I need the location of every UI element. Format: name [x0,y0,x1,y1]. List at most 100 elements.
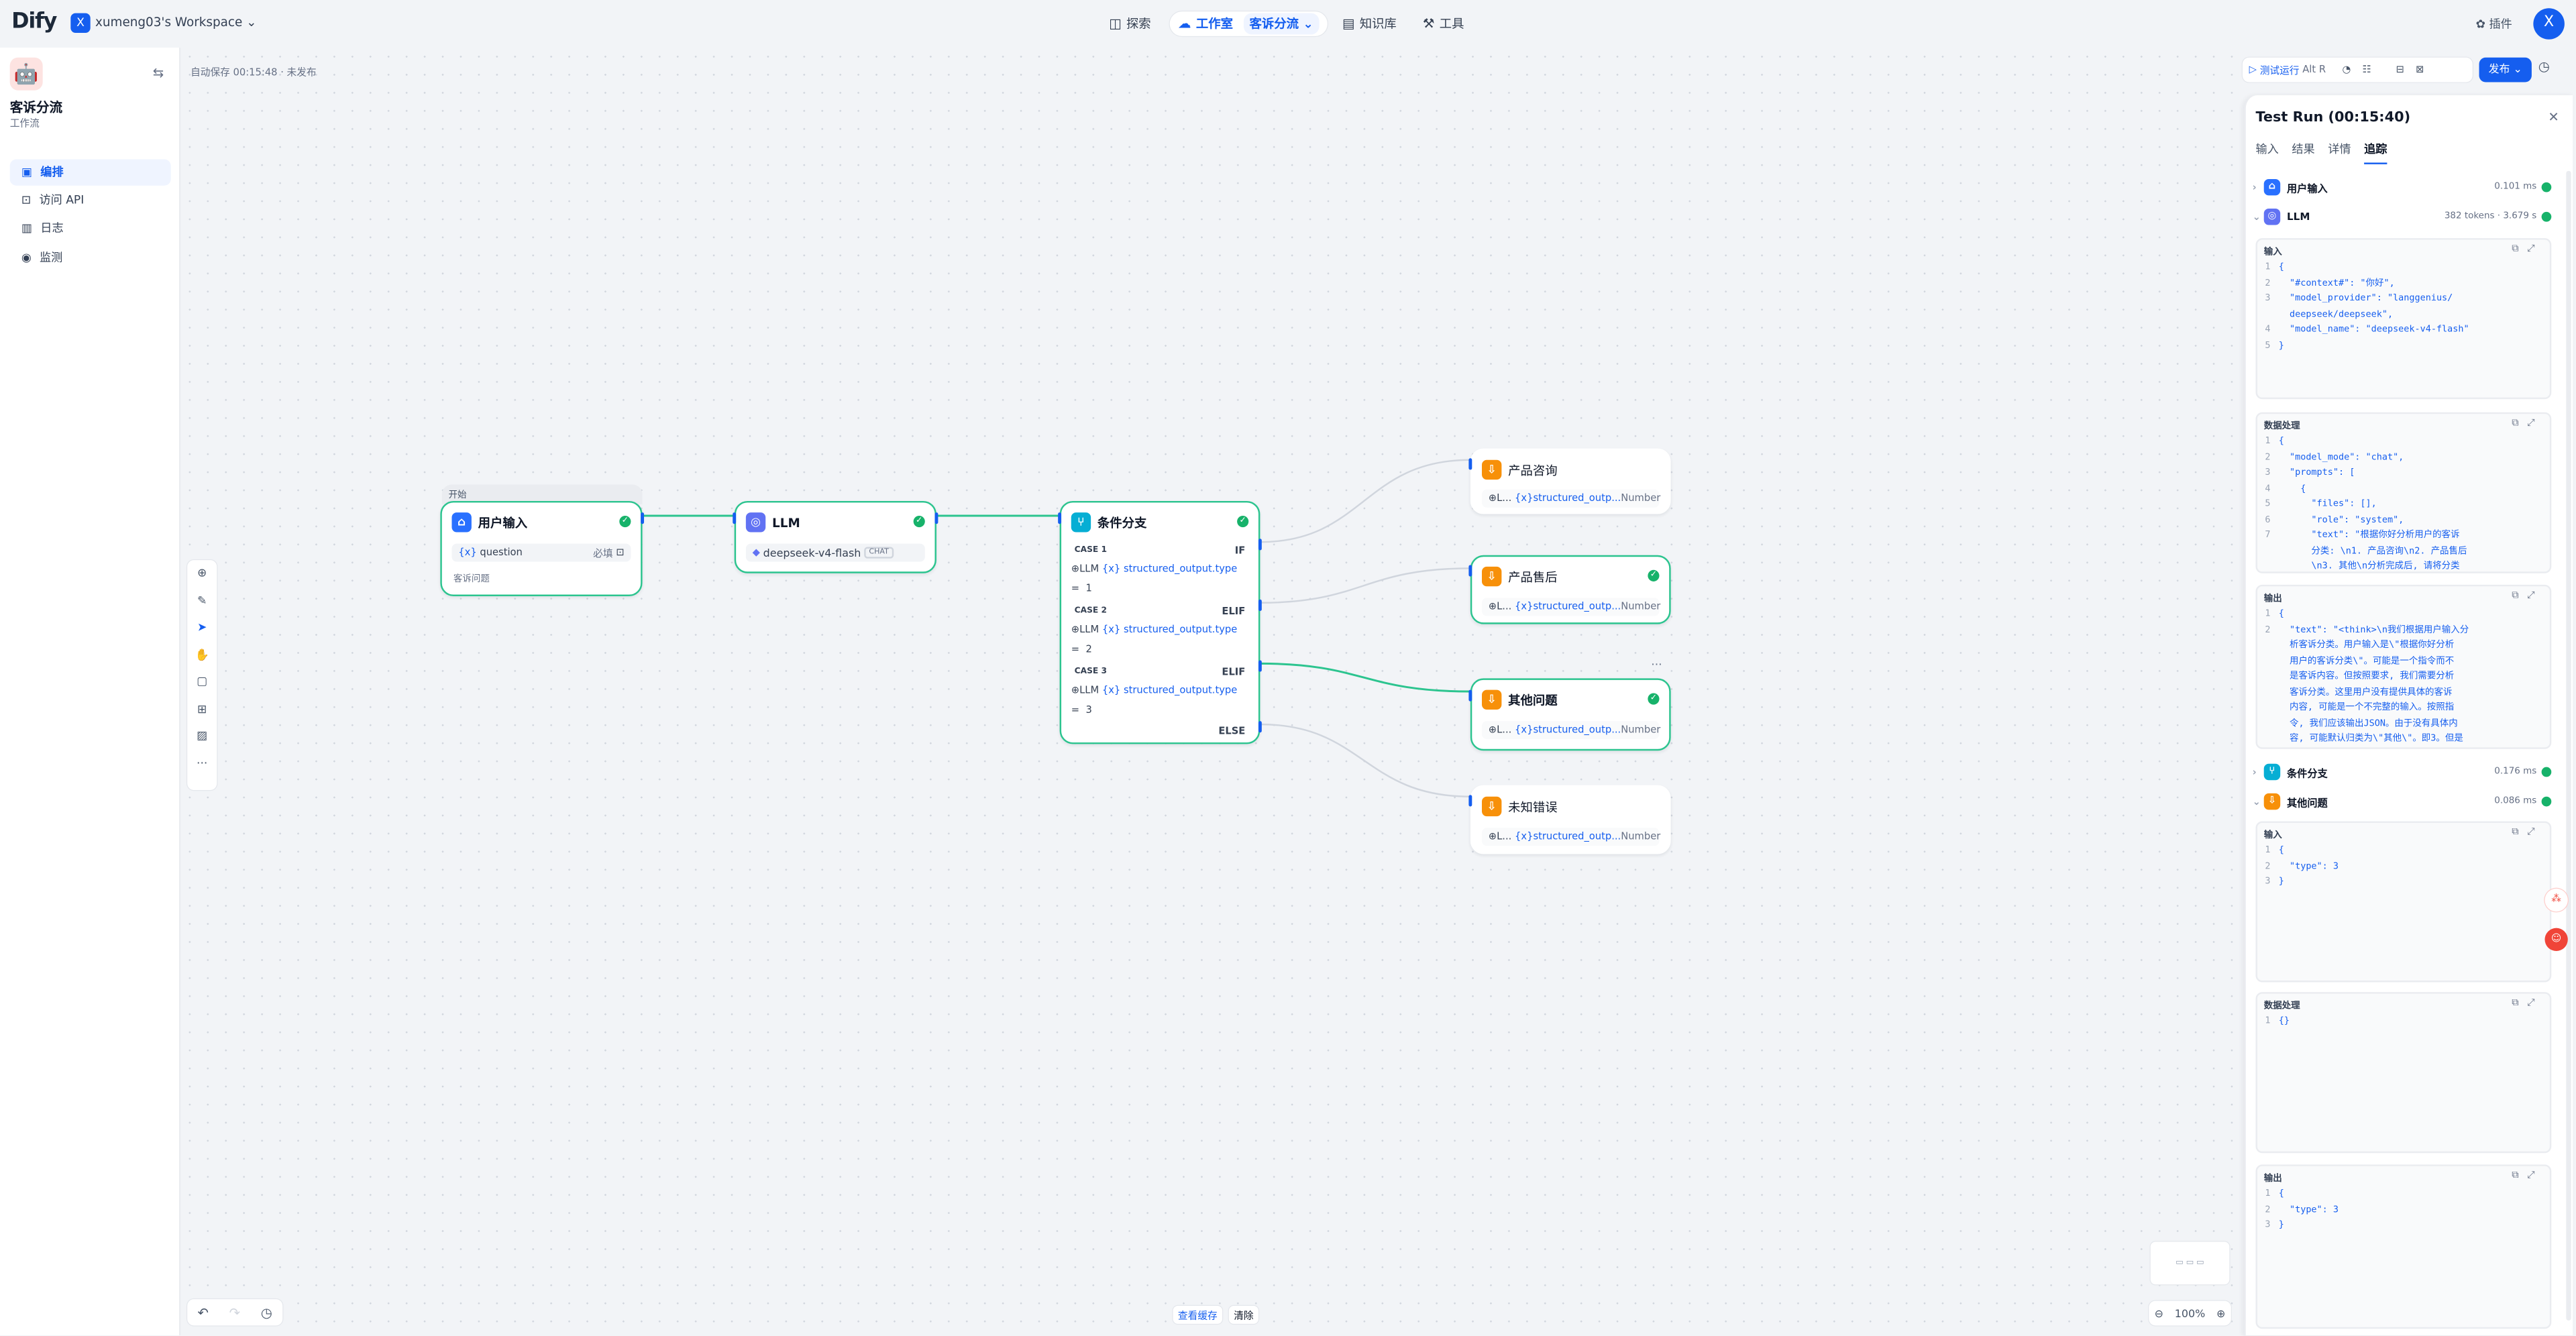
source-handle-case1[interactable] [1258,539,1262,551]
node-llm[interactable]: ◎LLM ✓ ◆ deepseek-v4-flash CHAT [733,500,938,573]
hand-icon[interactable]: ✋ [195,648,209,661]
zoom-level[interactable]: 100% [2174,1306,2206,1320]
test-run-button[interactable]: 测试运行 [2259,65,2300,78]
view-cache-button[interactable]: 查看缓存 [1173,1305,1223,1324]
more-icon[interactable]: ··· [197,756,208,770]
dify-logo[interactable]: Dify [11,9,57,35]
undo-icon[interactable]: ↶ [197,1304,209,1320]
sidebar-item-logs[interactable]: ▥日志 [10,215,171,241]
clear-cache-button[interactable]: 清除 [1228,1305,1259,1324]
model-row: ◆ deepseek-v4-flash CHAT [745,543,925,562]
variable-icon: {x} [1102,563,1121,575]
pointer-icon[interactable]: ➤ [197,620,207,634]
zoom-in-icon[interactable]: ⊕ [2216,1306,2226,1320]
add-node-icon[interactable]: ⊕ [197,566,207,580]
variables-icon[interactable]: ⊠ [2415,64,2424,76]
nav-knowledge[interactable]: ▤知识库 [1334,11,1405,36]
copy-expand-icons[interactable]: ⧉⤢ [2512,1169,2544,1181]
copy-expand-icons[interactable]: ⧉⤢ [2512,590,2544,602]
target-handle[interactable] [733,512,737,524]
target-handle[interactable] [1468,689,1472,702]
line-text: "type": 3 [2278,1205,2339,1215]
target-handle[interactable] [1468,565,1472,577]
node-title: LLM [772,514,800,530]
sidebar-item-api[interactable]: ⊡访问 API [10,187,171,213]
publish-button[interactable]: 发布 ⌄ [2479,57,2532,82]
variable-type: Number [1621,724,1661,736]
plugins-button[interactable]: ✿ 插件 [2476,16,2512,32]
line-text: } [2278,341,2284,351]
source-handle[interactable] [934,512,938,524]
redo-icon[interactable]: ↷ [229,1304,241,1320]
close-icon[interactable]: ✕ [2548,110,2559,125]
add-note-icon[interactable]: ✎ [197,594,207,607]
condition-operator: = [1071,704,1080,716]
node-unknown-error[interactable]: ⇩未知错误 ⊕L... {x}structured_outp...Number [1468,785,1671,854]
node-ifelse[interactable]: ⑂条件分支 ✓ CASE 1 IF ⊕LLM {x} structured_ou… [1058,500,1262,744]
run-toolbar: ▷ 测试运行 Alt R ◔ ☷ ⊟ ⊠ [2242,57,2473,82]
source-handle-case2[interactable] [1258,599,1262,612]
target-handle[interactable] [1468,458,1472,470]
layout-organize-icon[interactable]: ⊞ [197,702,207,716]
panel-scrollbar[interactable] [2566,170,2571,1321]
line-text: {} [2278,1016,2290,1027]
tab-result[interactable]: 结果 [2292,143,2315,156]
sidebar-item-monitor[interactable]: ◉监测 [10,245,171,271]
version-history-icon[interactable]: ◷ [2538,59,2550,74]
source-handle[interactable] [641,512,645,524]
model-name: deepseek-v4-flash [763,546,861,559]
copy-expand-icons[interactable]: ⧉⤢ [2512,997,2544,1009]
source-handle-else[interactable] [1258,721,1262,733]
code-lines: 1{2 "#context#": "你好",3 "model_provider"… [2257,261,2550,355]
tab-trace[interactable]: 追踪 [2364,142,2387,164]
target-handle[interactable] [1058,512,1062,524]
checklist-icon[interactable]: ◔ [2342,64,2351,76]
workspace-switcher[interactable]: xumeng03's Workspace ⌄ [95,15,257,30]
success-check-icon [2541,182,2552,192]
copy-expand-icons[interactable]: ⧉⤢ [2512,243,2544,255]
answer-icon: ⇩ [1481,566,1502,587]
case-keyword: IF [1234,545,1246,557]
node-title: 未知错误 [1508,799,1558,814]
tab-detail[interactable]: 详情 [2328,143,2351,156]
node-other-issues[interactable]: ⇩其他问题 ✓ ⊕L... {x}structured_outp...Numbe… [1468,678,1671,751]
comment-icon[interactable]: ▢ [197,675,208,689]
floating-assistant-icon[interactable]: ☺ [2544,928,2568,951]
workspace-badge[interactable]: X [70,13,91,33]
current-app-switcher[interactable]: 客诉分流 ⌄ [1242,13,1320,35]
variable-name: structured_outp... [1533,831,1621,843]
features-icon[interactable]: ☷ [2362,64,2371,76]
node-product-inquiry[interactable]: ⇩产品咨询 ⊕L... {x}structured_outp...Number [1468,448,1671,514]
variable-icon: {x} [1515,724,1534,736]
nav-studio[interactable]: ☁工作室客诉分流 ⌄ [1169,11,1328,36]
trace-name: 其他问题 [2287,797,2328,810]
minimap[interactable]: ▭ ▭ ▭ [2150,1241,2230,1285]
code-line: 3} [2257,1219,2550,1234]
copy-expand-icons[interactable]: ⧉⤢ [2512,417,2544,429]
env-icon[interactable]: ⊟ [2396,64,2404,76]
target-handle[interactable] [1468,795,1472,807]
export-image-icon[interactable]: ▨ [197,729,208,742]
node-after-sales[interactable]: ⇩产品售后 ✓ ⊕L... {x}structured_outp...Numbe… [1468,555,1671,624]
zoom-out-icon[interactable]: ⊖ [2154,1306,2163,1320]
collapse-sidebar-icon[interactable]: ⇆ [152,65,164,81]
nav-explore[interactable]: ◫探索 [1101,11,1159,36]
nav-tools[interactable]: ⚒工具 [1415,11,1472,36]
node-more-icon[interactable]: ··· [1651,659,1662,672]
tab-input[interactable]: 输入 [2255,143,2279,156]
source-handle-case3[interactable] [1258,660,1262,672]
sidebar-item-orchestrate[interactable]: ▣编排 [9,159,171,186]
copy-expand-icons[interactable]: ⧉⤢ [2512,826,2544,838]
variable-source: L... [1497,724,1512,736]
nav-explore-label: 探索 [1126,16,1151,32]
history-icon[interactable]: ◷ [260,1304,272,1320]
case-condition: ⊕LLM {x} structured_output.type [1071,685,1248,696]
floating-helper-icon[interactable]: ⁂ [2544,888,2568,912]
avatar[interactable]: X [2533,8,2565,40]
